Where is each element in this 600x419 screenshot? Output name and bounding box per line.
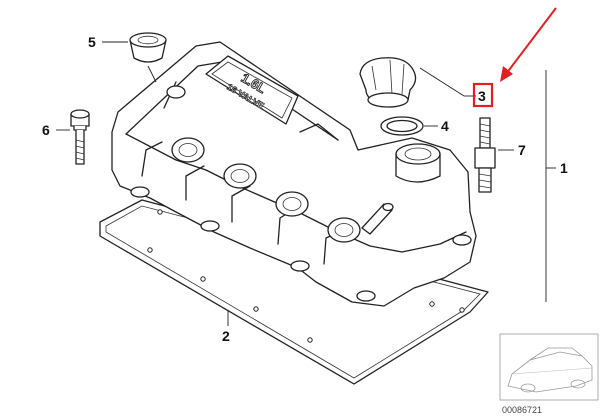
callout-6[interactable]: 6 bbox=[42, 122, 50, 138]
callout-5[interactable]: 5 bbox=[88, 34, 96, 50]
bolt-part[interactable] bbox=[70, 109, 90, 165]
grommet-part[interactable] bbox=[129, 32, 167, 83]
callout-1[interactable]: 1 bbox=[560, 160, 568, 176]
spark-plug-wells bbox=[171, 137, 361, 243]
callout-4[interactable]: 4 bbox=[441, 118, 449, 134]
callout-2[interactable]: 2 bbox=[222, 328, 230, 344]
callout-3: 3 bbox=[478, 88, 486, 104]
oil-filler-cap-part[interactable] bbox=[359, 57, 417, 108]
seal-ring-part[interactable] bbox=[380, 116, 424, 136]
cover-bolt-bosses bbox=[130, 85, 472, 302]
image-number: 00086721 bbox=[502, 405, 542, 415]
red-arrow-icon bbox=[500, 7, 557, 82]
valve-cover-gasket[interactable] bbox=[99, 199, 489, 385]
oil-filler-neck bbox=[395, 143, 441, 183]
valve-cover[interactable] bbox=[111, 41, 477, 307]
callout-3-highlight[interactable]: 3 bbox=[472, 82, 494, 108]
breather-nozzle bbox=[361, 202, 394, 235]
car-thumbnail-icon bbox=[499, 333, 599, 401]
stud-part[interactable] bbox=[474, 117, 496, 193]
callout-7[interactable]: 7 bbox=[518, 142, 526, 158]
leader-lines bbox=[56, 41, 556, 326]
